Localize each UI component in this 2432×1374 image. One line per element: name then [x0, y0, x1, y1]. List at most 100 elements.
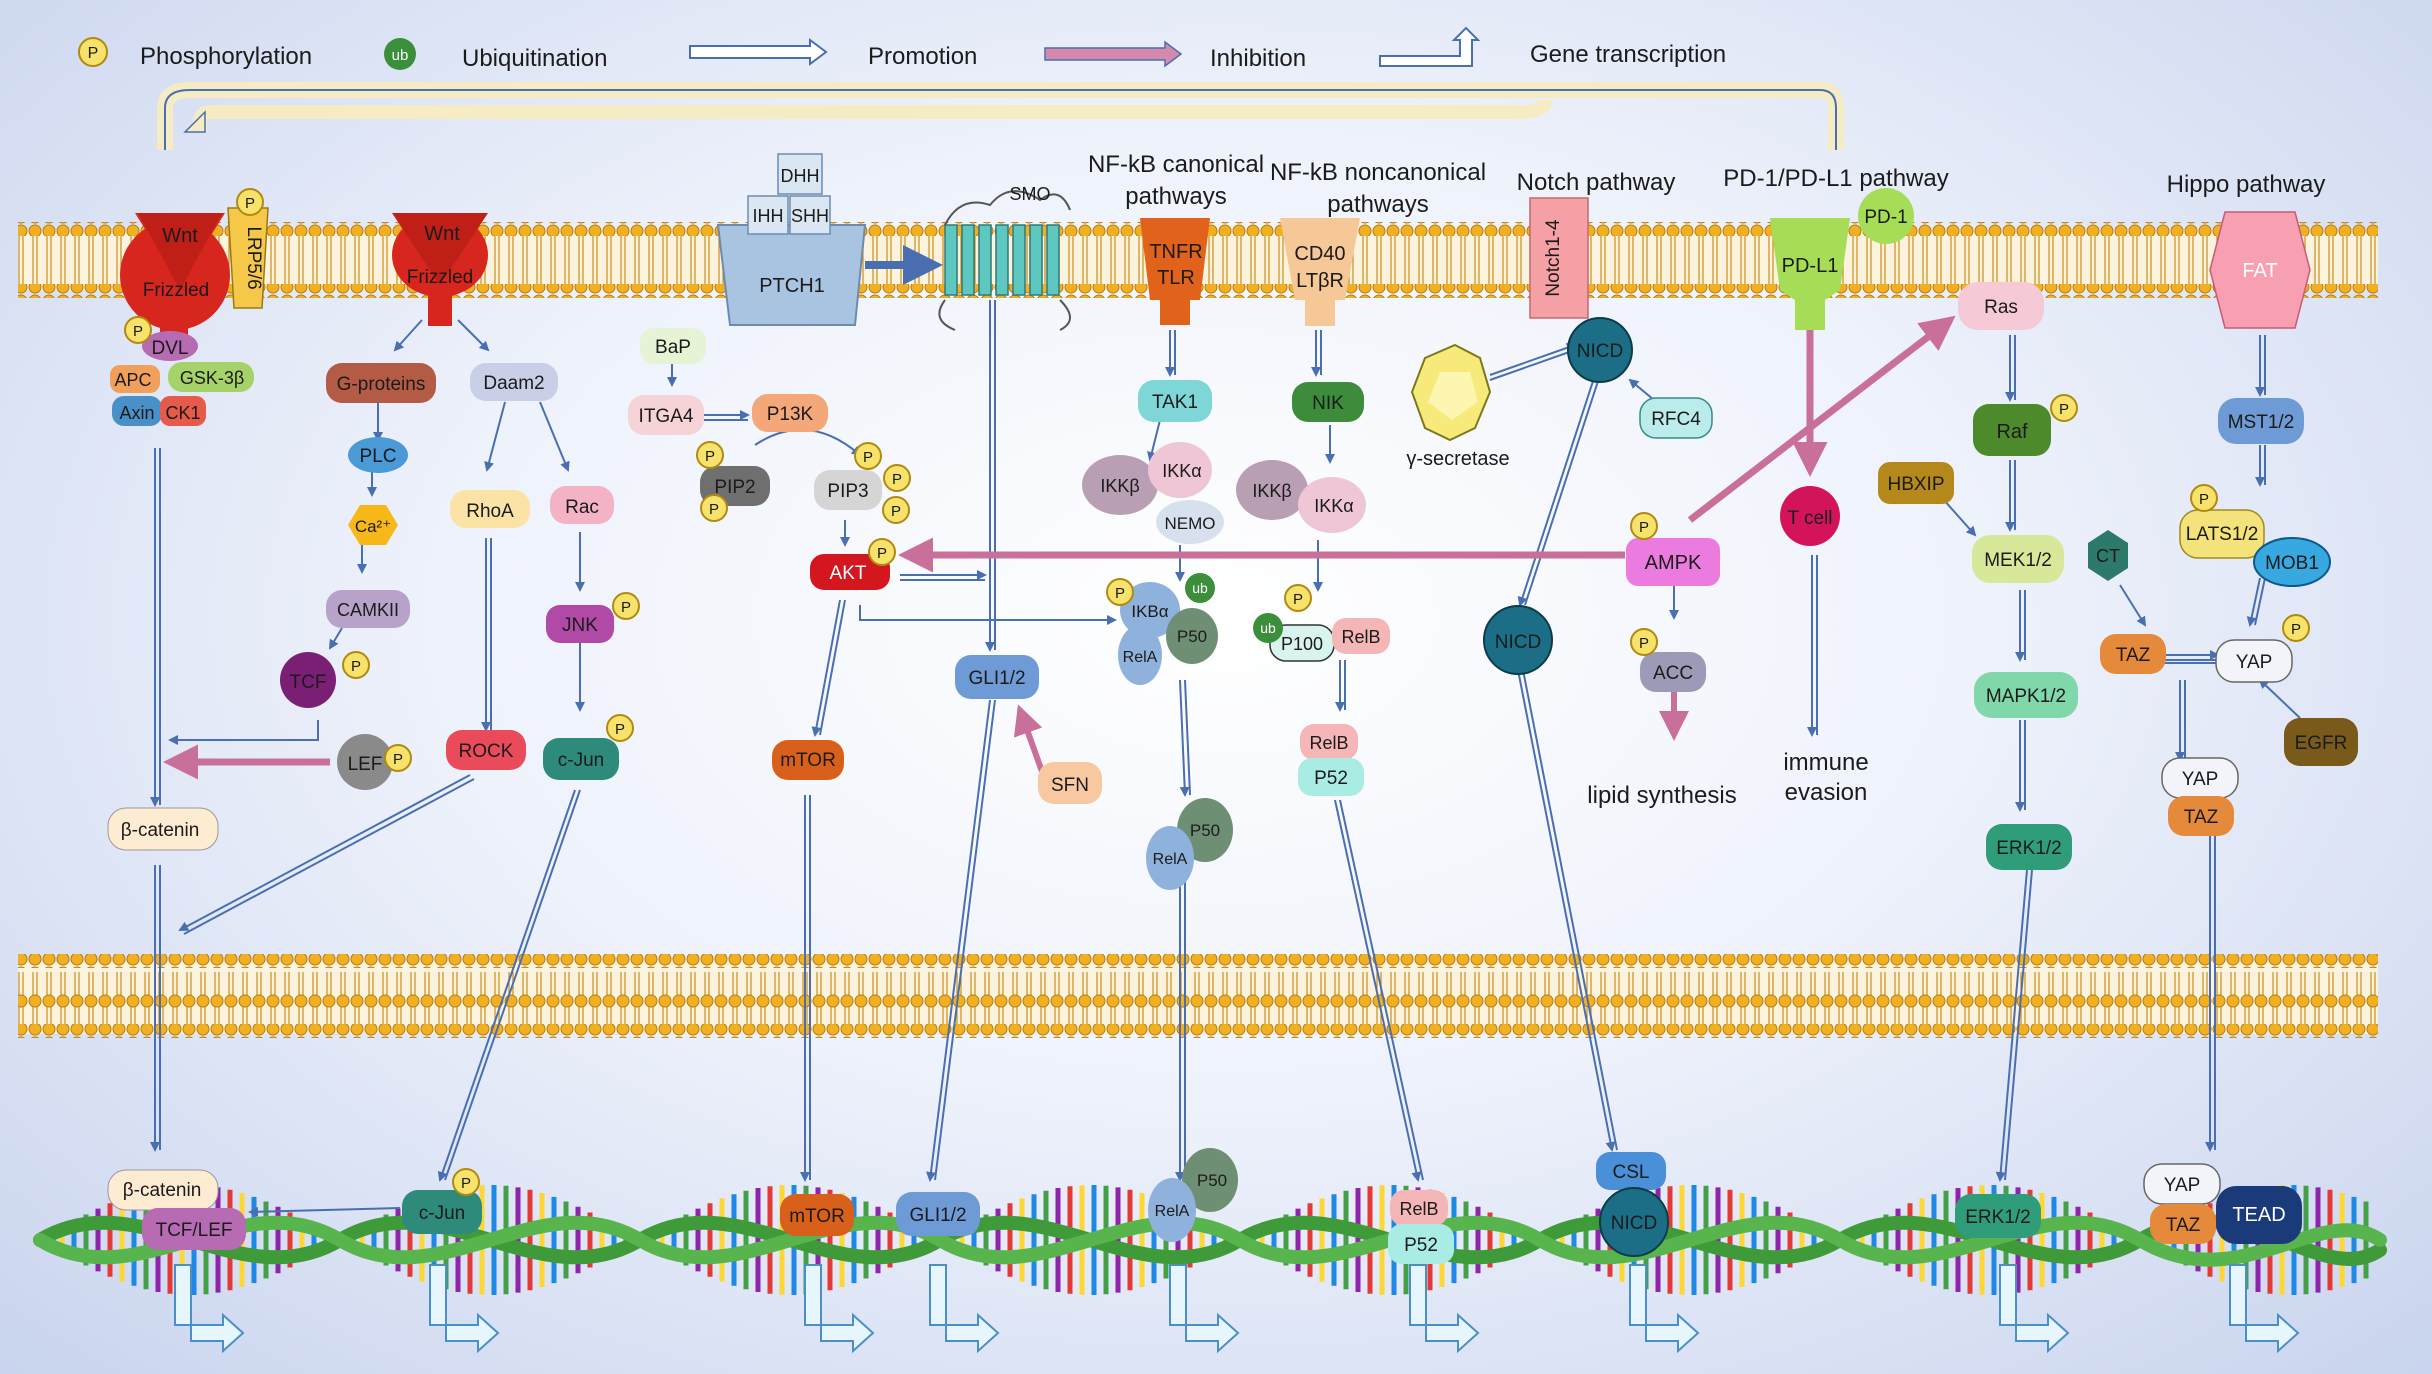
phosphorylation-badge	[696, 441, 724, 469]
frizzled-label-1: Frizzled	[143, 280, 210, 301]
pdl1-receptor	[1770, 218, 1850, 330]
inhibition-arrow-icon	[1044, 40, 1183, 68]
inhibition-arrows	[163, 315, 1956, 782]
p50-cytoplasm-1: P50	[1177, 627, 1207, 646]
wnt-label-1: Wnt	[162, 225, 198, 247]
ubiquitination-badge	[1185, 573, 1215, 603]
phosphorylation-badge-symbol: P	[2199, 491, 2209, 508]
phosphorylation-badge-symbol: P	[709, 501, 719, 518]
phosphorylation-badge-symbol: P	[133, 323, 143, 340]
ihh-label: IHH	[753, 206, 784, 226]
phosphorylation-badge-symbol: P	[2291, 621, 2301, 638]
tlr-label: TLR	[1157, 267, 1195, 289]
shh-label: SHH	[791, 206, 829, 226]
dvl-label: DVL	[152, 338, 189, 359]
acc-label: ACC	[1653, 663, 1693, 684]
phosphorylation-badge-symbol: P	[615, 721, 625, 738]
beta-catenin-nucleus: β-catenin	[123, 1180, 202, 1201]
ltbr-label: LTβR	[1296, 270, 1344, 292]
lats-label: LATS1/2	[2186, 524, 2259, 545]
hippo-group: FAT MST1/2 LATS1/2 MOB1 CT TAZ YAP EGFR …	[2088, 211, 2358, 836]
gene-transcription-arrow	[429, 1264, 500, 1354]
evasion-label: evasion	[1785, 779, 1868, 806]
relb-cytoplasm-1: RelB	[1341, 627, 1380, 647]
ct-label: CT	[2096, 546, 2120, 566]
notch-receptor-label: Notch1-4	[1543, 219, 1564, 297]
mapk12-label: MAPK1/2	[1986, 686, 2066, 707]
phosphorylation-badge-symbol: P	[891, 503, 901, 520]
relb-cytoplasm-2: RelB	[1309, 733, 1348, 753]
ampk-group: AMPK ACC lipid synthesis	[1587, 538, 1737, 809]
frizzled-label-2: Frizzled	[407, 267, 474, 288]
cjun-cytoplasm: c-Jun	[558, 750, 604, 771]
phosphorylation-badge	[236, 188, 264, 216]
pi3k-group: BaP ITGA4 P13K PIP2 PIP3 AKT mTOR	[628, 328, 890, 780]
phosphorylation-badge-symbol: P	[1293, 591, 1303, 608]
nicd-nucleus: NICD	[1611, 1213, 1657, 1234]
wnt-label-2: Wnt	[424, 223, 460, 245]
transcription-arrows	[174, 1264, 2300, 1354]
ikba-label: IKBα	[1131, 602, 1168, 621]
ras-label: Ras	[1984, 297, 2018, 318]
nuclear-factors: β-catenin TCF/LEF TCF c-Jun mTOR GLI1/2 …	[107, 1148, 2302, 1264]
phosphorylation-badge-symbol: P	[892, 471, 902, 488]
gli-nucleus: GLI1/2	[909, 1205, 966, 1226]
taz-nucleus: TAZ	[2166, 1215, 2201, 1236]
fat-label: FAT	[2242, 260, 2277, 282]
raf-label: Raf	[1996, 421, 2028, 443]
wnt-noncanonical-group: Wnt Frizzled G-proteins PLC Ca²⁺ CAMKII …	[280, 213, 619, 790]
legend: P Phosphorylation ub Ubiquitination Prom…	[78, 26, 1726, 72]
gene-transcription-icon	[1379, 26, 1481, 67]
egfr-label: EGFR	[2295, 733, 2348, 754]
wnt-canonical-group: Wnt Frizzled LRP5/6 DVL APC GSK-3β Axin …	[107, 207, 269, 851]
phosphorylation-badge-symbol: P	[621, 599, 631, 616]
phosphorylation-badge	[606, 714, 634, 742]
phosphorylation-badge	[1630, 628, 1658, 656]
ptch1-label: PTCH1	[759, 275, 825, 297]
phosphorylation-badge	[2282, 614, 2310, 642]
tcf-label: TCF	[290, 672, 327, 693]
p52-nucleus: P52	[1404, 1235, 1438, 1256]
phosphorylation-badge	[2050, 394, 2078, 422]
pathway-titles: NF-kB canonical pathways NF-kB noncanoni…	[1088, 151, 2325, 218]
camkii-label: CAMKII	[337, 600, 399, 620]
rac-label: Rac	[565, 497, 599, 518]
nicd-cytoplasm: NICD	[1495, 632, 1541, 653]
phosphorylation-badge-symbol: P	[461, 1175, 471, 1192]
phosphorylation-label: Phosphorylation	[140, 43, 312, 70]
hippo-title: Hippo pathway	[2167, 171, 2326, 198]
gli-cytoplasm: GLI1/2	[968, 668, 1025, 689]
yap-nucleus: YAP	[2164, 1175, 2201, 1196]
gene-transcription-label: Gene transcription	[1530, 41, 1726, 68]
itga4-label: ITGA4	[639, 406, 694, 427]
phosphorylation-badge	[883, 464, 911, 492]
phosphorylation-badge-symbol: P	[877, 545, 887, 562]
phosphorylation-badge-symbol: P	[1115, 585, 1125, 602]
phosphorylation-badge	[868, 538, 896, 566]
inhibition-label: Inhibition	[1210, 45, 1306, 72]
ikkb-canonical: IKKβ	[1100, 476, 1139, 496]
mob1-label: MOB1	[2265, 553, 2319, 574]
pdl1-title: PD-1/PD-L1 pathway	[1723, 165, 1948, 192]
phosphorylation-badge	[1630, 512, 1658, 540]
phosphorylation-badge-symbol: P	[863, 449, 873, 466]
cjun-nucleus: c-Jun	[419, 1203, 465, 1224]
gsk3b-label: GSK-3β	[180, 368, 244, 388]
nuclear-membrane	[18, 954, 2378, 1038]
p13k-label: P13K	[767, 404, 814, 425]
mtor-nucleus: mTOR	[789, 1206, 845, 1227]
nik-label: NIK	[1312, 393, 1344, 414]
p100-label: P100	[1281, 634, 1323, 654]
gene-transcription-arrow	[2229, 1264, 2300, 1354]
mst-label: MST1/2	[2228, 412, 2295, 433]
gene-transcription-arrow	[1999, 1264, 2070, 1354]
nicd-membrane: NICD	[1577, 341, 1623, 362]
nfkb-canonical-title-2: pathways	[1125, 183, 1226, 210]
smo-receptor	[944, 224, 1060, 296]
cd40-receptor	[1280, 218, 1360, 300]
relb-nucleus: RelB	[1399, 1199, 1438, 1219]
ca-label: Ca²⁺	[355, 517, 391, 536]
tak1-label: TAK1	[1152, 392, 1198, 413]
gproteins-label: G-proteins	[337, 374, 426, 395]
